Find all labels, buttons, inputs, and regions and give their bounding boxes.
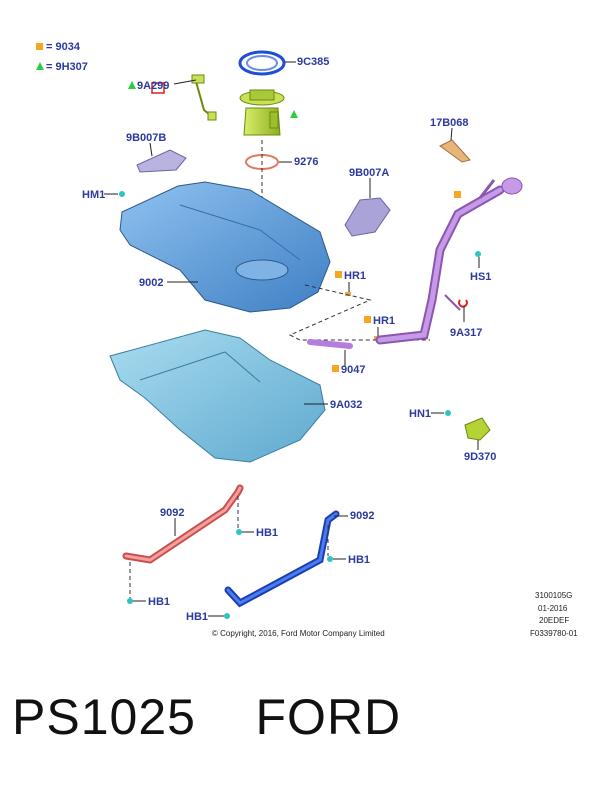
label-17B068: 17B068 xyxy=(430,117,469,129)
filler-hose-9047 xyxy=(307,339,353,349)
legend-9034: = 9034 xyxy=(46,41,81,53)
label-HB1-b: HB1 xyxy=(148,596,170,608)
copyright-text: © Copyright, 2016, Ford Motor Company Li… xyxy=(212,629,385,638)
heat-shield-a xyxy=(344,197,391,237)
label-9A299: 9A299 xyxy=(137,80,169,92)
label-HS1: HS1 xyxy=(470,271,491,283)
square-9034-icon xyxy=(332,365,339,372)
legend-triangle-icon xyxy=(36,62,44,70)
label-9C385: 9C385 xyxy=(297,56,329,68)
doc-code-4: F0339780-01 xyxy=(530,629,578,638)
valve-9d370 xyxy=(464,417,491,441)
fuel-pump-module xyxy=(191,74,285,136)
label-9D370: 9D370 xyxy=(464,451,496,463)
label-HM1: HM1 xyxy=(82,189,105,201)
label-9092-right: 9092 xyxy=(350,510,374,522)
legend-9H307: = 9H307 xyxy=(46,61,88,73)
bolt-icon xyxy=(475,251,481,257)
page-footer: PS1025 FORD xyxy=(12,688,401,746)
bracket-17b068 xyxy=(439,139,471,163)
triangle-9h307-icon xyxy=(128,81,136,89)
clip-9a317 xyxy=(458,299,468,308)
highlight-box xyxy=(151,82,165,94)
bolt-icon xyxy=(119,191,125,197)
underbody-shield xyxy=(109,329,326,463)
heat-shield-b xyxy=(136,149,187,173)
label-9092-left: 9092 xyxy=(160,507,184,519)
label-9276: 9276 xyxy=(294,156,318,168)
label-HR1-upper: HR1 xyxy=(344,270,366,282)
fuel-tank xyxy=(119,181,331,313)
doc-code-1: 3100105G xyxy=(535,591,572,600)
triangle-9h307-icon xyxy=(290,110,298,118)
label-HB1-d: HB1 xyxy=(186,611,208,623)
fuel-system-diagram: = 9034 = 9H307 9C385 9A299 9276 9B007B 1… xyxy=(36,41,578,638)
label-HB1-c: HB1 xyxy=(348,554,370,566)
bolt-icon xyxy=(445,410,451,416)
bolt-icon xyxy=(224,613,230,619)
tank-strap-left xyxy=(122,484,244,564)
label-HB1-a: HB1 xyxy=(256,527,278,539)
label-9B007B: 9B007B xyxy=(126,132,166,144)
doc-code-2: 01-2016 xyxy=(538,604,568,613)
label-9002: 9002 xyxy=(139,277,163,289)
hose-clamp-upper xyxy=(345,292,351,296)
label-9047: 9047 xyxy=(341,364,365,376)
brand-name: FORD xyxy=(255,689,402,745)
lock-ring-part xyxy=(238,50,286,76)
bolt-icon xyxy=(327,556,333,562)
square-9034-icon xyxy=(364,316,371,323)
square-9034-icon xyxy=(454,191,461,198)
filler-pipe xyxy=(375,177,523,345)
tank-pump-opening xyxy=(235,259,289,281)
label-HN1: HN1 xyxy=(409,408,431,420)
label-9B007A: 9B007A xyxy=(349,167,389,179)
bolt-icon xyxy=(236,529,242,535)
doc-code-3: 20EDEF xyxy=(539,616,569,625)
label-9A317: 9A317 xyxy=(450,327,482,339)
square-9034-icon xyxy=(335,271,342,278)
part-number: PS1025 xyxy=(12,689,196,745)
label-9A032: 9A032 xyxy=(330,399,362,411)
label-HR1-lower: HR1 xyxy=(373,315,395,327)
bolt-icon xyxy=(127,598,133,604)
legend-square-icon xyxy=(36,43,43,50)
